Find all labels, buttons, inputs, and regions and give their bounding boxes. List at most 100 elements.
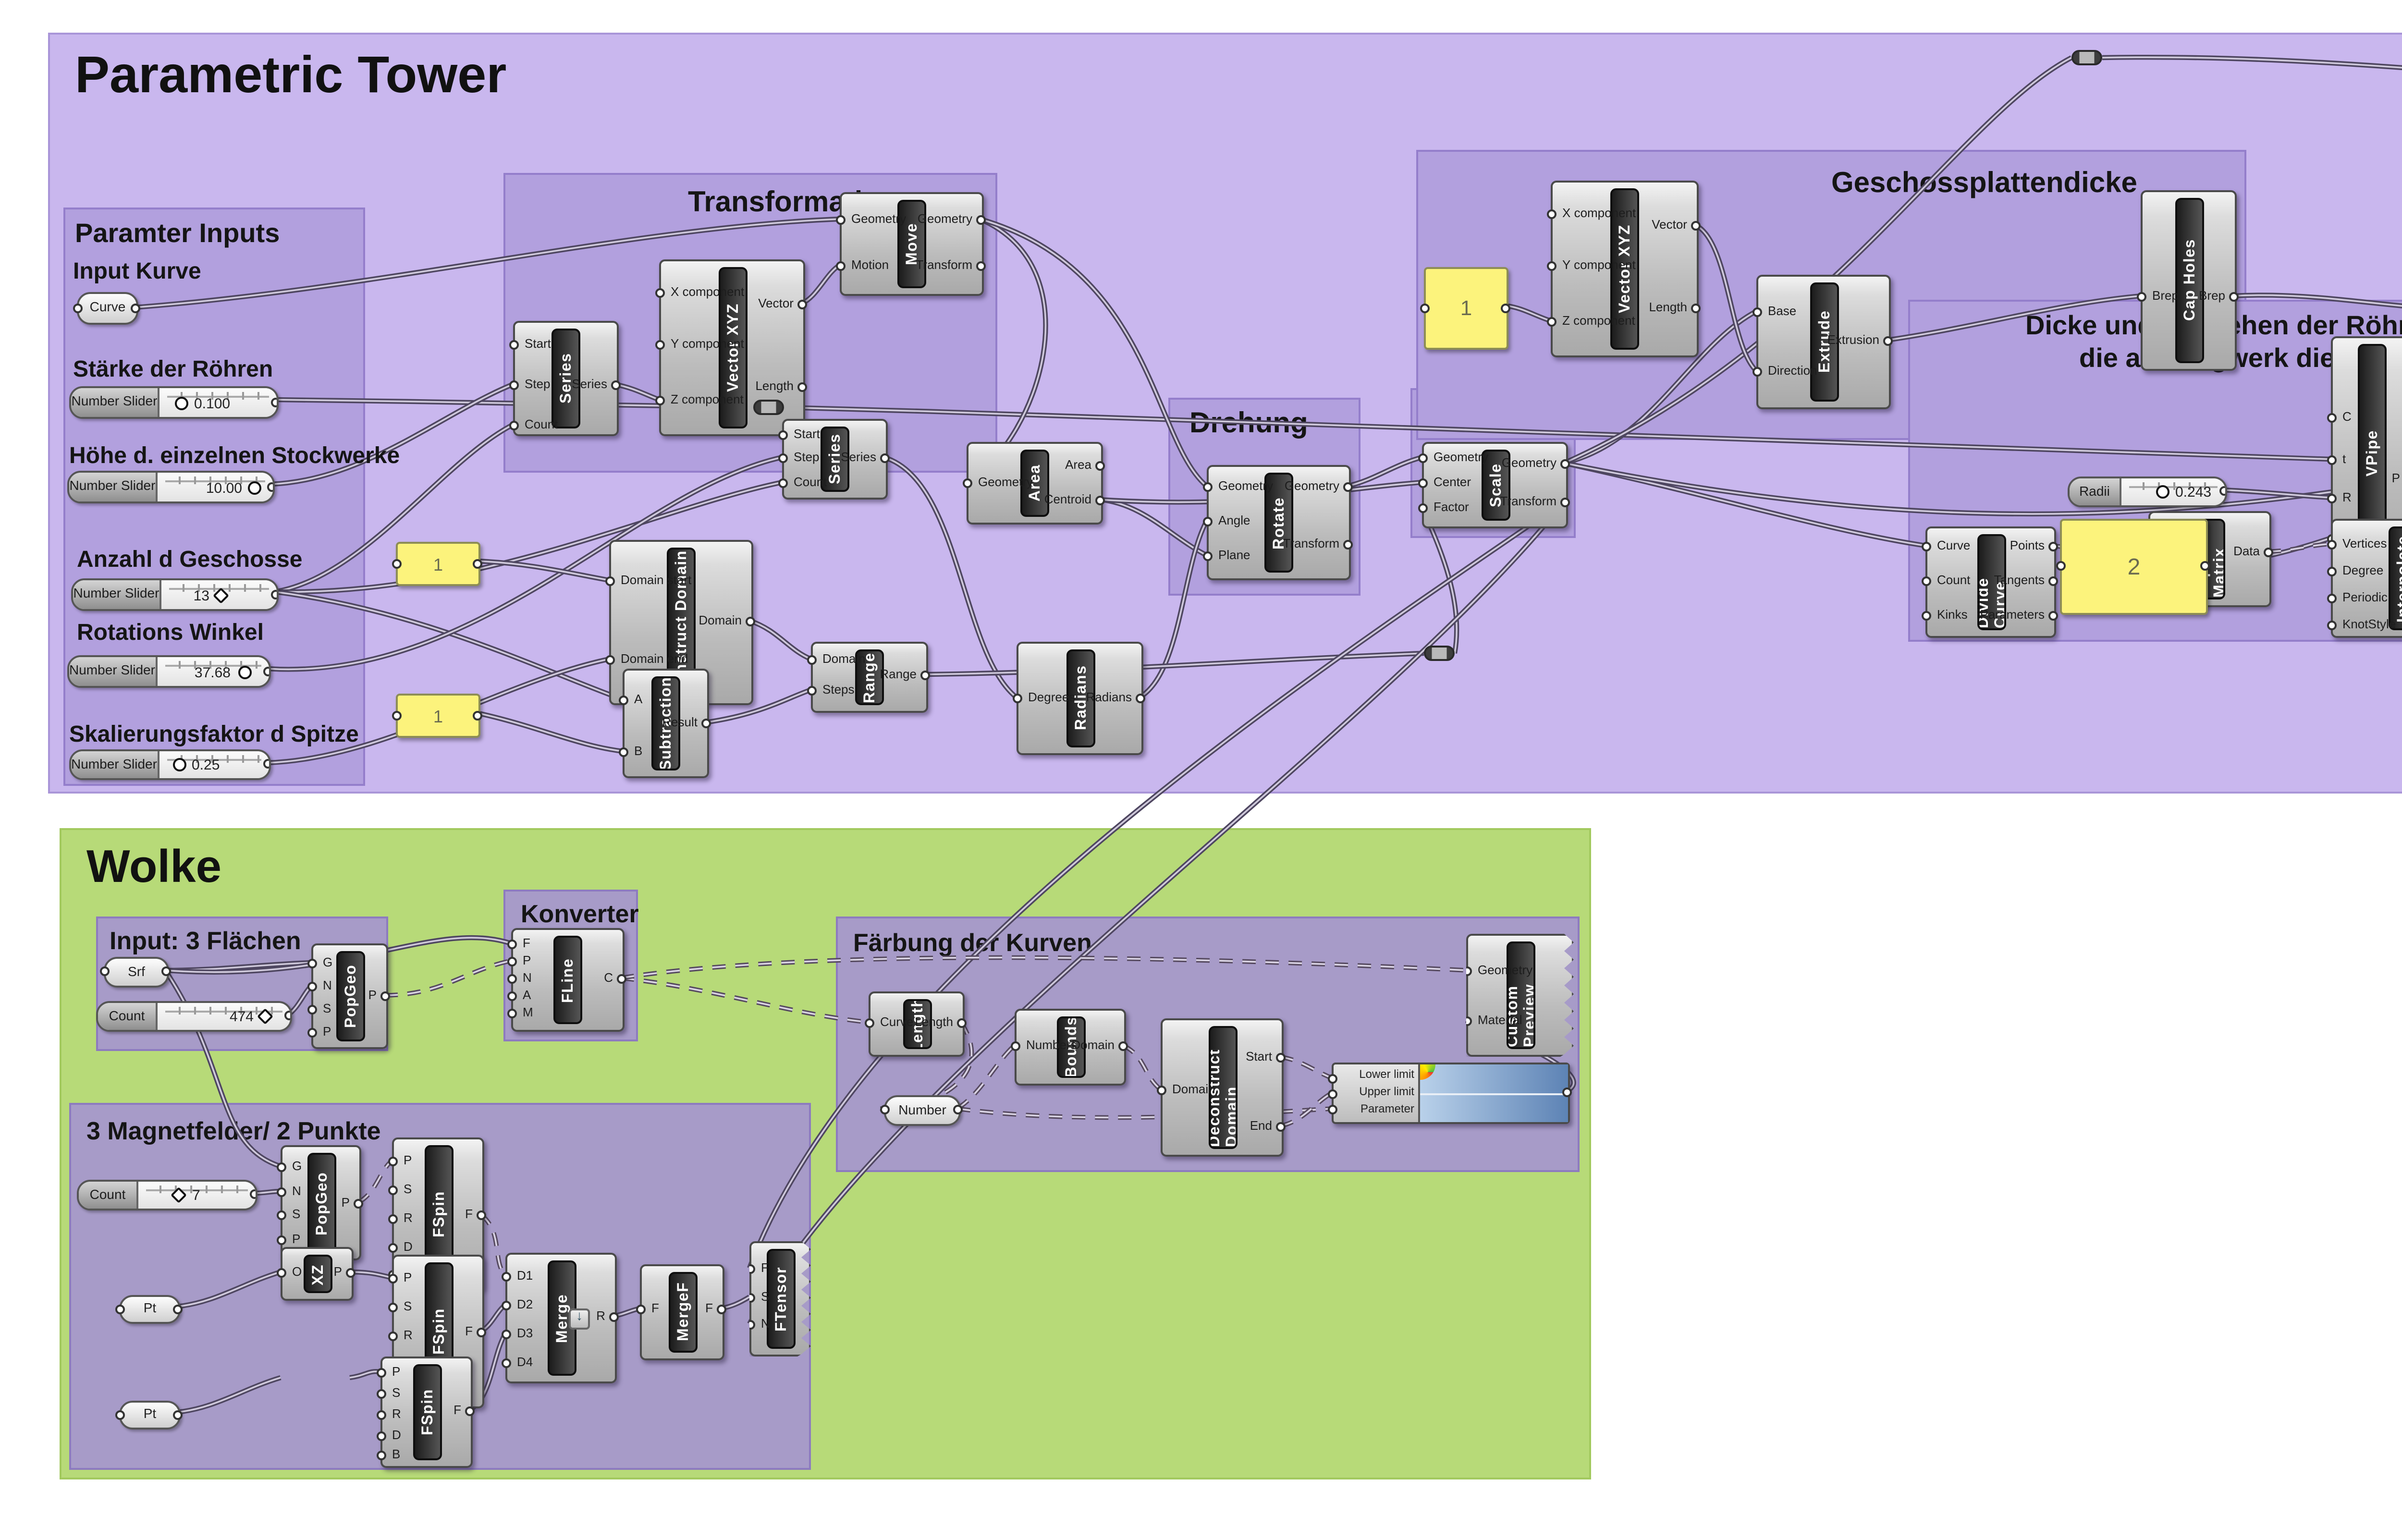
port[interactable] xyxy=(1752,367,1762,377)
port[interactable] xyxy=(1547,209,1556,219)
port[interactable] xyxy=(307,1028,317,1038)
port[interactable] xyxy=(778,453,788,463)
port[interactable] xyxy=(807,655,817,665)
port[interactable] xyxy=(392,558,402,568)
port[interactable] xyxy=(880,453,890,463)
port[interactable] xyxy=(502,1330,511,1339)
port[interactable] xyxy=(605,655,615,665)
port[interactable] xyxy=(277,1268,286,1278)
slider-staerke-der-roehren-track[interactable]: 0.100 xyxy=(159,388,277,417)
port[interactable] xyxy=(2327,413,2337,423)
port[interactable] xyxy=(920,671,930,680)
port[interactable] xyxy=(778,478,788,488)
port[interactable] xyxy=(2264,548,2273,557)
port[interactable] xyxy=(161,966,171,976)
port[interactable] xyxy=(263,759,269,769)
port[interactable] xyxy=(865,1018,874,1028)
port[interactable] xyxy=(277,1210,286,1220)
port[interactable] xyxy=(655,340,665,350)
port[interactable] xyxy=(1343,540,1353,550)
port[interactable] xyxy=(2327,621,2337,630)
port[interactable] xyxy=(100,966,110,976)
port[interactable] xyxy=(1420,303,1430,312)
port[interactable] xyxy=(509,340,519,350)
port[interactable] xyxy=(250,1189,256,1199)
port[interactable] xyxy=(307,959,317,968)
port[interactable] xyxy=(1276,1122,1286,1132)
slider-count-7-track[interactable]: 7 xyxy=(138,1182,256,1209)
panel-1c[interactable]: 1 xyxy=(1420,267,1510,350)
port[interactable] xyxy=(465,1406,475,1416)
port[interactable] xyxy=(1883,336,1893,346)
panel-1a[interactable]: 1 xyxy=(392,542,482,586)
port[interactable] xyxy=(836,261,846,271)
port[interactable] xyxy=(2056,561,2066,571)
port[interactable] xyxy=(1328,1089,1337,1099)
port[interactable] xyxy=(778,430,788,440)
port[interactable] xyxy=(346,1268,355,1278)
port[interactable] xyxy=(880,1105,890,1114)
port[interactable] xyxy=(2327,567,2337,576)
port[interactable] xyxy=(1276,1053,1286,1063)
port[interactable] xyxy=(2048,576,2058,586)
port[interactable] xyxy=(1095,496,1105,505)
port[interactable] xyxy=(388,1274,398,1283)
port[interactable] xyxy=(507,1009,517,1018)
gradient-control-area[interactable] xyxy=(1418,1064,1568,1122)
port[interactable] xyxy=(115,1304,125,1313)
port[interactable] xyxy=(1691,304,1701,313)
port[interactable] xyxy=(1560,459,1570,469)
port[interactable] xyxy=(502,1301,511,1310)
port[interactable] xyxy=(1136,694,1145,703)
wire-relay[interactable] xyxy=(753,400,784,415)
port[interactable] xyxy=(388,1186,398,1195)
port[interactable] xyxy=(1095,461,1105,471)
panel-1b[interactable]: 1 xyxy=(392,694,482,738)
port[interactable] xyxy=(388,1332,398,1341)
port[interactable] xyxy=(2327,594,2337,603)
down-arrow-icon[interactable]: ↓ xyxy=(569,1308,590,1330)
port[interactable] xyxy=(797,382,807,392)
port[interactable] xyxy=(1562,1088,1572,1097)
port[interactable] xyxy=(2048,542,2058,551)
port[interactable] xyxy=(377,1431,386,1441)
port[interactable] xyxy=(957,1018,967,1028)
slider-hoehe-stockwerke-track[interactable]: 10.00 xyxy=(158,473,273,501)
port[interactable] xyxy=(115,1409,125,1419)
panel-2[interactable]: 2 xyxy=(2056,519,2210,615)
port[interactable] xyxy=(1203,551,1213,561)
param-number[interactable]: Number xyxy=(880,1095,963,1126)
port[interactable] xyxy=(1922,542,1931,551)
port[interactable] xyxy=(1203,482,1213,492)
slider-hoehe-stockwerke-knob[interactable] xyxy=(248,480,261,494)
port[interactable] xyxy=(277,1187,286,1197)
port[interactable] xyxy=(1328,1074,1337,1084)
port[interactable] xyxy=(2200,561,2210,571)
port[interactable] xyxy=(1547,261,1556,271)
port[interactable] xyxy=(502,1272,511,1282)
port[interactable] xyxy=(1157,1086,1166,1095)
port[interactable] xyxy=(963,478,972,488)
port[interactable] xyxy=(2219,486,2225,496)
slider-anzahl-geschosse-track[interactable]: 13 xyxy=(161,580,277,609)
port[interactable] xyxy=(2048,611,2058,621)
param-curve[interactable]: Curve xyxy=(73,292,140,325)
slider-skalierungsfaktor-track[interactable]: 0.25 xyxy=(159,751,269,778)
port[interactable] xyxy=(746,617,755,626)
port[interactable] xyxy=(953,1105,963,1114)
